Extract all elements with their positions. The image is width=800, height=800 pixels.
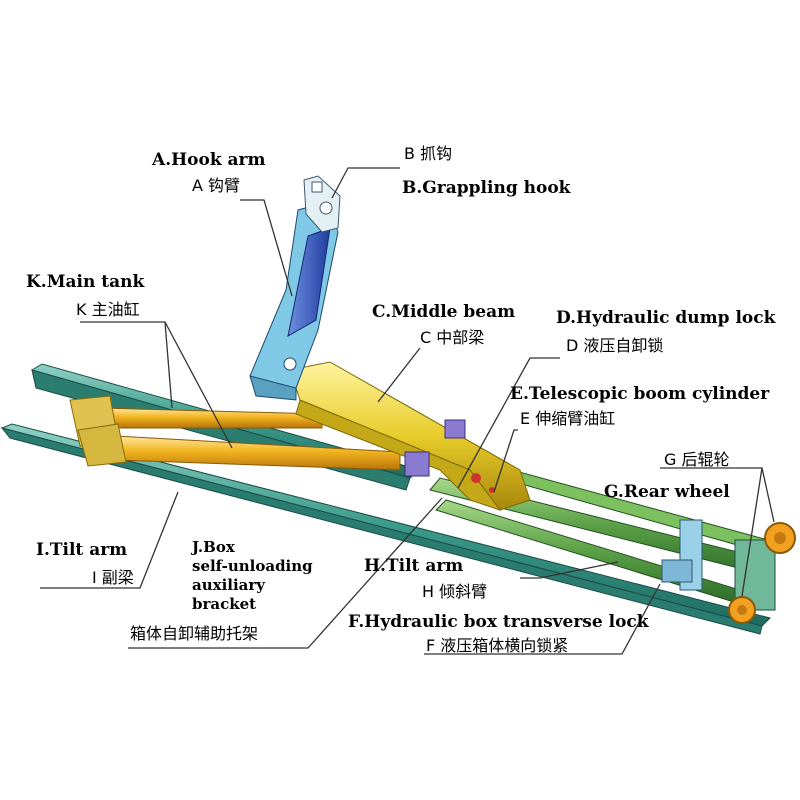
pivot-marker <box>471 473 481 483</box>
label-middle-beam-zh: C 中部梁 <box>420 328 485 347</box>
label-hook-arm-en: A.Hook arm <box>152 150 266 170</box>
label-rear-wheel-zh: G 后辊轮 <box>664 450 730 469</box>
label-middle-beam-en: C.Middle beam <box>372 302 516 322</box>
leader-box-bracket <box>128 497 443 649</box>
label-rear-wheel-en: G.Rear wheel <box>604 482 730 502</box>
label-transverse-lock-zh: F 液压箱体横向锁紧 <box>426 636 569 655</box>
label-box-bracket-en-line1: J.Box <box>192 538 235 556</box>
label-grappling-hook-en: B.Grappling hook <box>402 178 571 198</box>
label-box-bracket-zh: 箱体自卸辅助托架 <box>130 624 259 643</box>
label-tilt-arm-h-en: H.Tilt arm <box>364 556 464 576</box>
label-main-tank-en: K.Main tank <box>26 272 145 292</box>
leader-dump-lock <box>457 357 560 489</box>
label-tilt-arm-i-zh: I 副梁 <box>92 568 134 587</box>
label-box-bracket-en-line4: bracket <box>192 595 257 613</box>
leader-main-tank-2 <box>164 321 233 449</box>
main-tank-cylinders <box>69 395 401 471</box>
leader-hook-arm <box>240 199 293 297</box>
label-tilt-arm-i-en: I.Tilt arm <box>36 540 128 560</box>
label-box-bracket-en: J.Box self-unloading auxiliary bracket <box>192 538 322 614</box>
hook-arm <box>249 201 339 401</box>
grappling-hook <box>303 175 341 233</box>
leader-middle-beam <box>377 347 421 403</box>
leader-lines <box>40 167 775 655</box>
label-dump-lock-zh: D 液压自卸锁 <box>566 336 664 355</box>
label-transverse-lock-en: F.Hydraulic box transverse lock <box>348 612 649 632</box>
leader-transverse-lock <box>424 583 661 655</box>
label-telescopic-cylinder-en: E.Telescopic boom cylinder <box>510 384 770 404</box>
leader-tilt-arm-i <box>40 491 179 589</box>
leader-telescopic-cylinder <box>493 429 518 493</box>
leader-tilt-arm-h <box>520 561 619 579</box>
middle-beam <box>289 361 531 511</box>
leader-rear-wheel-2 <box>741 467 763 597</box>
leader-grappling-hook <box>331 167 400 199</box>
label-main-tank-zh: K 主油缸 <box>76 300 140 319</box>
label-box-bracket-en-line2: self-unloading <box>192 557 313 575</box>
label-telescopic-cylinder-zh: E 伸缩臂油缸 <box>520 409 616 428</box>
label-grappling-hook-zh: B 抓钩 <box>404 144 453 163</box>
tilt-arm-lower-rail <box>0 423 771 635</box>
label-dump-lock-en: D.Hydraulic dump lock <box>556 308 776 328</box>
dump-lock-block <box>404 451 430 477</box>
label-hook-arm-zh: A 钩臂 <box>192 176 241 195</box>
rear-wheel-assembly <box>728 522 796 624</box>
label-tilt-arm-h-zh: H 倾斜臂 <box>422 582 488 601</box>
label-box-bracket-en-line3: auxiliary <box>192 576 266 594</box>
